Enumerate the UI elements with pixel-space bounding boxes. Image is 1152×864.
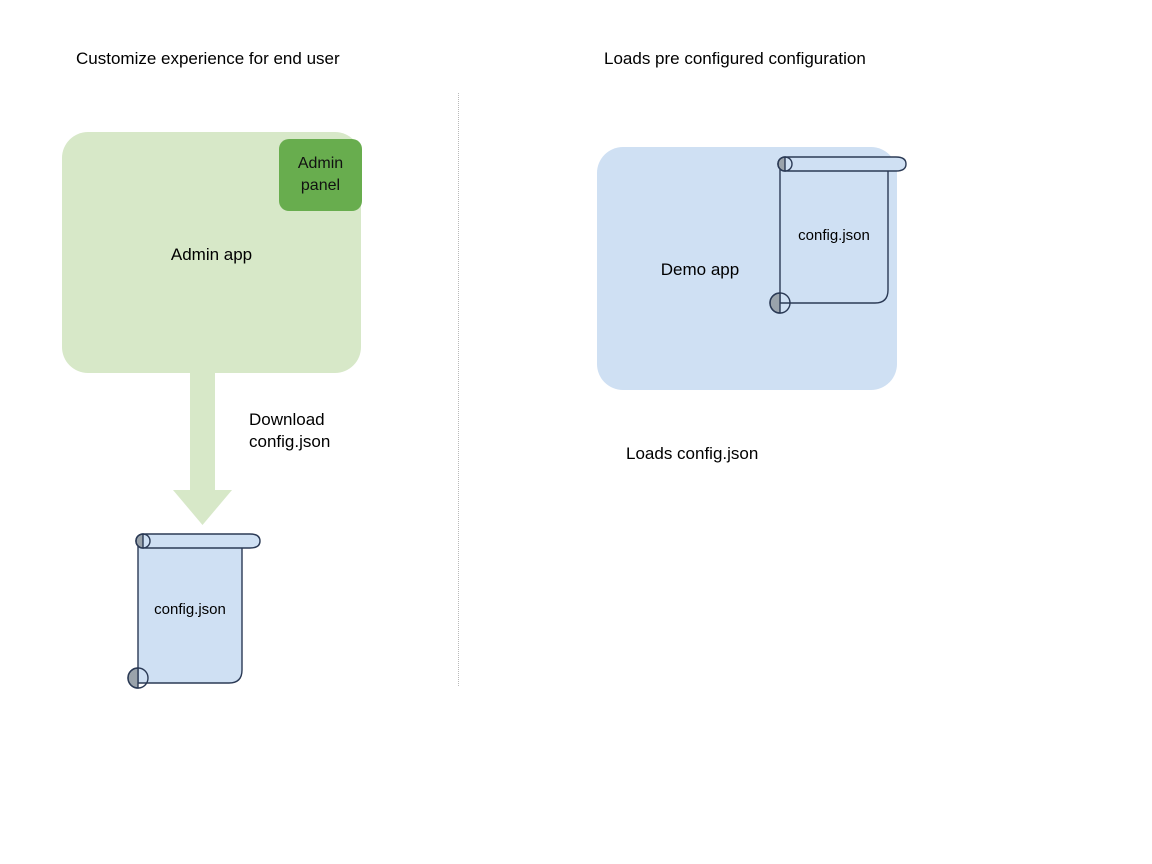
document-top-curl-outline [135, 533, 151, 549]
column-divider [458, 93, 459, 686]
right-column-heading: Loads pre configured configuration [604, 49, 866, 68]
download-arrow-label: Download config.json [249, 409, 330, 453]
document-bottom-curl-outline [769, 292, 791, 314]
document-bottom-curl-outline [127, 667, 149, 689]
download-arrow-shape [173, 372, 232, 525]
download-arrow-label-line2: config.json [249, 432, 331, 451]
admin-panel-chip[interactable]: Admin panel [279, 139, 362, 211]
left-column-heading: Customize experience for end user [76, 49, 340, 68]
admin-panel-label-line2: panel [300, 177, 341, 194]
download-arrow [170, 372, 250, 530]
document-top-curl-outline [777, 156, 793, 172]
document-body [137, 540, 243, 684]
admin-panel-label-line1: Admin [297, 155, 344, 172]
left-config-document[interactable] [118, 525, 278, 695]
download-arrow-label-line1: Download [249, 410, 325, 429]
right-config-document[interactable] [760, 148, 920, 318]
left-config-document-label: config.json [154, 601, 226, 618]
admin-app-label: Admin app [170, 245, 253, 264]
document-bottom-curl [127, 667, 139, 689]
document-bottom-curl [769, 292, 781, 314]
demo-app-label: Demo app [660, 260, 740, 279]
loads-config-caption: Loads config.json [626, 444, 759, 463]
document-body [779, 163, 889, 304]
right-config-document-label: config.json [798, 227, 870, 244]
